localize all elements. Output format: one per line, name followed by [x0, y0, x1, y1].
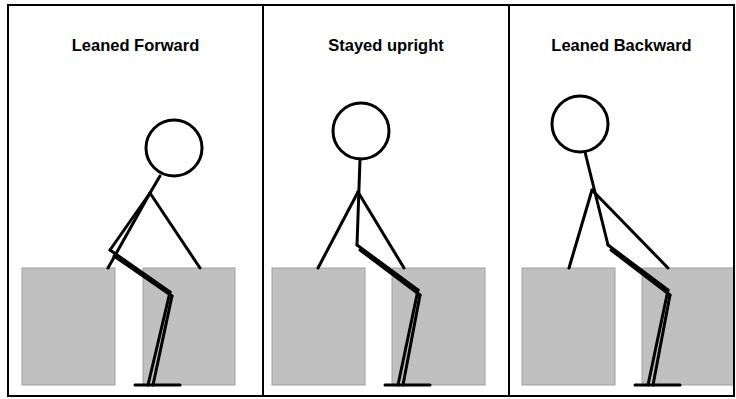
- panel: Leaned Forward: [7, 4, 264, 397]
- panel-title: Stayed upright: [264, 36, 508, 55]
- panel-title: Leaned Forward: [9, 36, 262, 55]
- panel: Stayed upright: [262, 4, 510, 397]
- stick-figures: [108, 96, 680, 385]
- seat-blocks: [22, 268, 734, 385]
- panel: Leaned Backward: [508, 4, 735, 397]
- panel-title: Leaned Backward: [510, 36, 733, 55]
